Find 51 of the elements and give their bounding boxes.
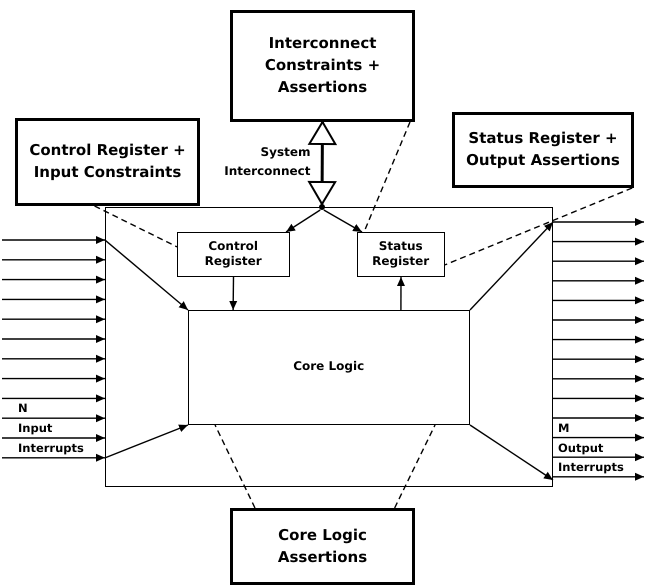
arrow <box>553 453 644 462</box>
block-outline <box>105 207 553 487</box>
double-arrow <box>308 121 336 205</box>
dashed-line <box>444 187 632 266</box>
arrow <box>2 295 105 304</box>
arrow <box>2 276 105 284</box>
arrow <box>553 434 644 442</box>
arrow <box>2 434 105 442</box>
register-box: Status Register <box>356 232 445 277</box>
arrow <box>470 424 554 481</box>
register-box: Control Register <box>176 232 290 277</box>
dashed-line <box>394 424 436 508</box>
arrow <box>104 424 188 459</box>
arrow <box>553 414 644 422</box>
edge-label: System Interconnect <box>223 144 310 180</box>
assertion-box: Core Logic Assertions <box>230 508 415 585</box>
arrow <box>553 394 644 402</box>
arrow <box>553 316 644 324</box>
arrow <box>553 472 644 481</box>
arrow <box>470 222 554 310</box>
constraint-box: Status Register + Output Assertions <box>452 112 634 188</box>
arrow <box>323 209 362 233</box>
arrow <box>553 238 644 246</box>
arrow <box>104 240 188 311</box>
logic-block: Core Logic <box>188 310 470 425</box>
arrow <box>2 354 105 363</box>
arrow <box>2 374 105 383</box>
junction-dot <box>319 204 325 210</box>
arrow <box>2 454 105 462</box>
arrow <box>2 236 105 244</box>
arrow <box>2 394 105 402</box>
arrow <box>2 414 105 422</box>
interrupt-label: M Output Interrupts <box>558 420 625 476</box>
dashed-line <box>94 205 178 248</box>
arrow <box>553 374 644 383</box>
arrow <box>553 355 644 364</box>
arrow <box>553 296 644 304</box>
interrupt-label: N Input Interrupts <box>18 400 85 457</box>
constraint-box: Interconnect Constraints + Assertions <box>230 10 415 122</box>
arrow <box>286 209 321 233</box>
arrow <box>396 277 405 310</box>
arrow <box>2 335 105 343</box>
arrow <box>2 315 105 324</box>
constraint-box: Control Register + Input Constraints <box>15 118 200 206</box>
arrow <box>553 257 644 266</box>
arrow <box>553 218 644 226</box>
arrow <box>229 277 238 310</box>
dashed-line <box>214 424 256 508</box>
arrow <box>553 276 644 285</box>
arrow <box>2 256 105 264</box>
arrow <box>553 336 644 344</box>
